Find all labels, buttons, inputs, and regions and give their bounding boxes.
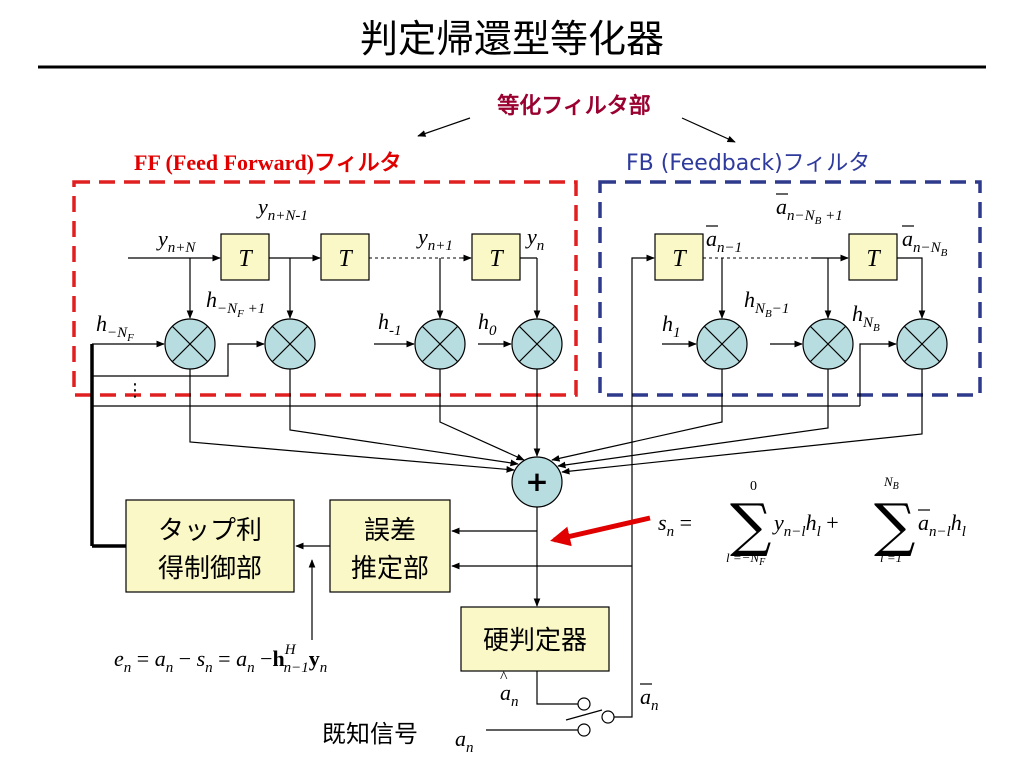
svg-text:yn−lhl +: yn−lhl + [772, 510, 839, 540]
ff-delay-3-label: T [489, 246, 504, 272]
fb-delay-1 [654, 233, 704, 281]
red-pointer-arrow [550, 515, 651, 547]
ff-delay-2-label: T [338, 246, 353, 272]
equalizer-filter-label: 等化フィルタ部 [497, 93, 651, 119]
fb-delay-1-label: T [672, 246, 687, 272]
svg-text:an−NB +1: an−NB +1 [776, 194, 843, 227]
svg-text:yn+N-1: yn+N-1 [256, 194, 308, 224]
known-signal-label: 既知信号 [322, 720, 418, 748]
ff-delay-1 [220, 233, 270, 281]
fb-multiplier-1 [696, 318, 748, 370]
svg-text:yn+N: yn+N [156, 226, 196, 256]
switch-pivot [601, 710, 615, 724]
svg-text:hNB: hNB [852, 301, 880, 334]
svg-text:NB: NB [883, 474, 899, 492]
svg-text:l =1: l =1 [880, 550, 902, 565]
tap-gain-control-block [125, 499, 295, 593]
svg-text:hNB−1: hNB−1 [744, 287, 789, 320]
error-estimator-line1: 誤差 [364, 516, 416, 546]
svg-text:en = an − sn = an −hHn−1yn: en = an − sn = an −hHn−1yn [114, 642, 327, 676]
arrow-to-fb [681, 117, 736, 143]
svg-text:h1: h1 [662, 311, 681, 341]
ff-multiplier-1 [164, 318, 216, 370]
fb-multiplier-3 [896, 318, 948, 370]
arrow-to-ff [417, 117, 471, 137]
switch-arm [565, 709, 603, 721]
tap-gain-control-line1: タップ利 [158, 516, 262, 546]
fb-filter-box [598, 180, 982, 397]
svg-text:^: ^ [500, 669, 508, 686]
svg-text:an−lhl: an−lhl [918, 510, 966, 540]
hard-decision-block [460, 606, 610, 672]
svg-text:an−1: an−1 [706, 226, 742, 256]
svg-text:∑: ∑ [874, 491, 915, 559]
svg-text:h0: h0 [478, 309, 497, 339]
summation-node: + [511, 456, 563, 508]
ff-multiplier-4 [511, 318, 563, 370]
ff-delay-2 [320, 233, 370, 281]
sn-equation: sn = ∑ 0 l =−NF yn−lhl + ∑ NB l =1 an−lh… [658, 474, 966, 568]
svg-text:h−NF +1: h−NF +1 [206, 287, 265, 320]
svg-text:∑: ∑ [730, 491, 771, 559]
svg-text:+: + [525, 465, 548, 498]
ff-delay-3 [471, 233, 521, 281]
svg-text:h−NF: h−NF [96, 311, 134, 344]
ff-multiplier-3 [414, 318, 466, 370]
ff-multiplier-2 [264, 318, 316, 370]
ff-filter-box [72, 180, 578, 397]
error-estimator-block [329, 499, 451, 593]
page-title: 判定帰還型等化器 [360, 17, 664, 61]
svg-text:sn =: sn = [658, 510, 692, 540]
fb-filter-label: FB (Feedback)フィルタ [626, 151, 870, 176]
svg-text:an−NB: an−NB [902, 226, 948, 259]
fb-input-line [631, 254, 655, 612]
svg-text:0: 0 [750, 479, 757, 494]
ff-filter-label: FF (Feed Forward)フィルタ [134, 150, 402, 175]
fb-delay-2-label: T [866, 246, 881, 272]
svg-text:l =−NF: l =−NF [726, 550, 766, 568]
error-estimator-line2: 推定部 [351, 554, 429, 584]
svg-text:h-1: h-1 [378, 309, 402, 339]
svg-text:an: an [640, 684, 659, 714]
tap-gain-control-line2: 得制御部 [158, 554, 262, 584]
fb-delay-2 [848, 233, 898, 281]
ellipsis-dots: ⋮ [126, 380, 144, 401]
ff-delay-1-label: T [238, 246, 253, 272]
fb-multiplier-2 [802, 318, 854, 370]
svg-text:an: an [455, 726, 474, 756]
svg-text:yn+1: yn+1 [416, 224, 453, 254]
switch-terminal-1 [577, 697, 591, 711]
hard-decision-label: 硬判定器 [483, 626, 587, 656]
switch-terminal-2 [577, 723, 591, 737]
svg-text:yn: yn [525, 224, 544, 254]
